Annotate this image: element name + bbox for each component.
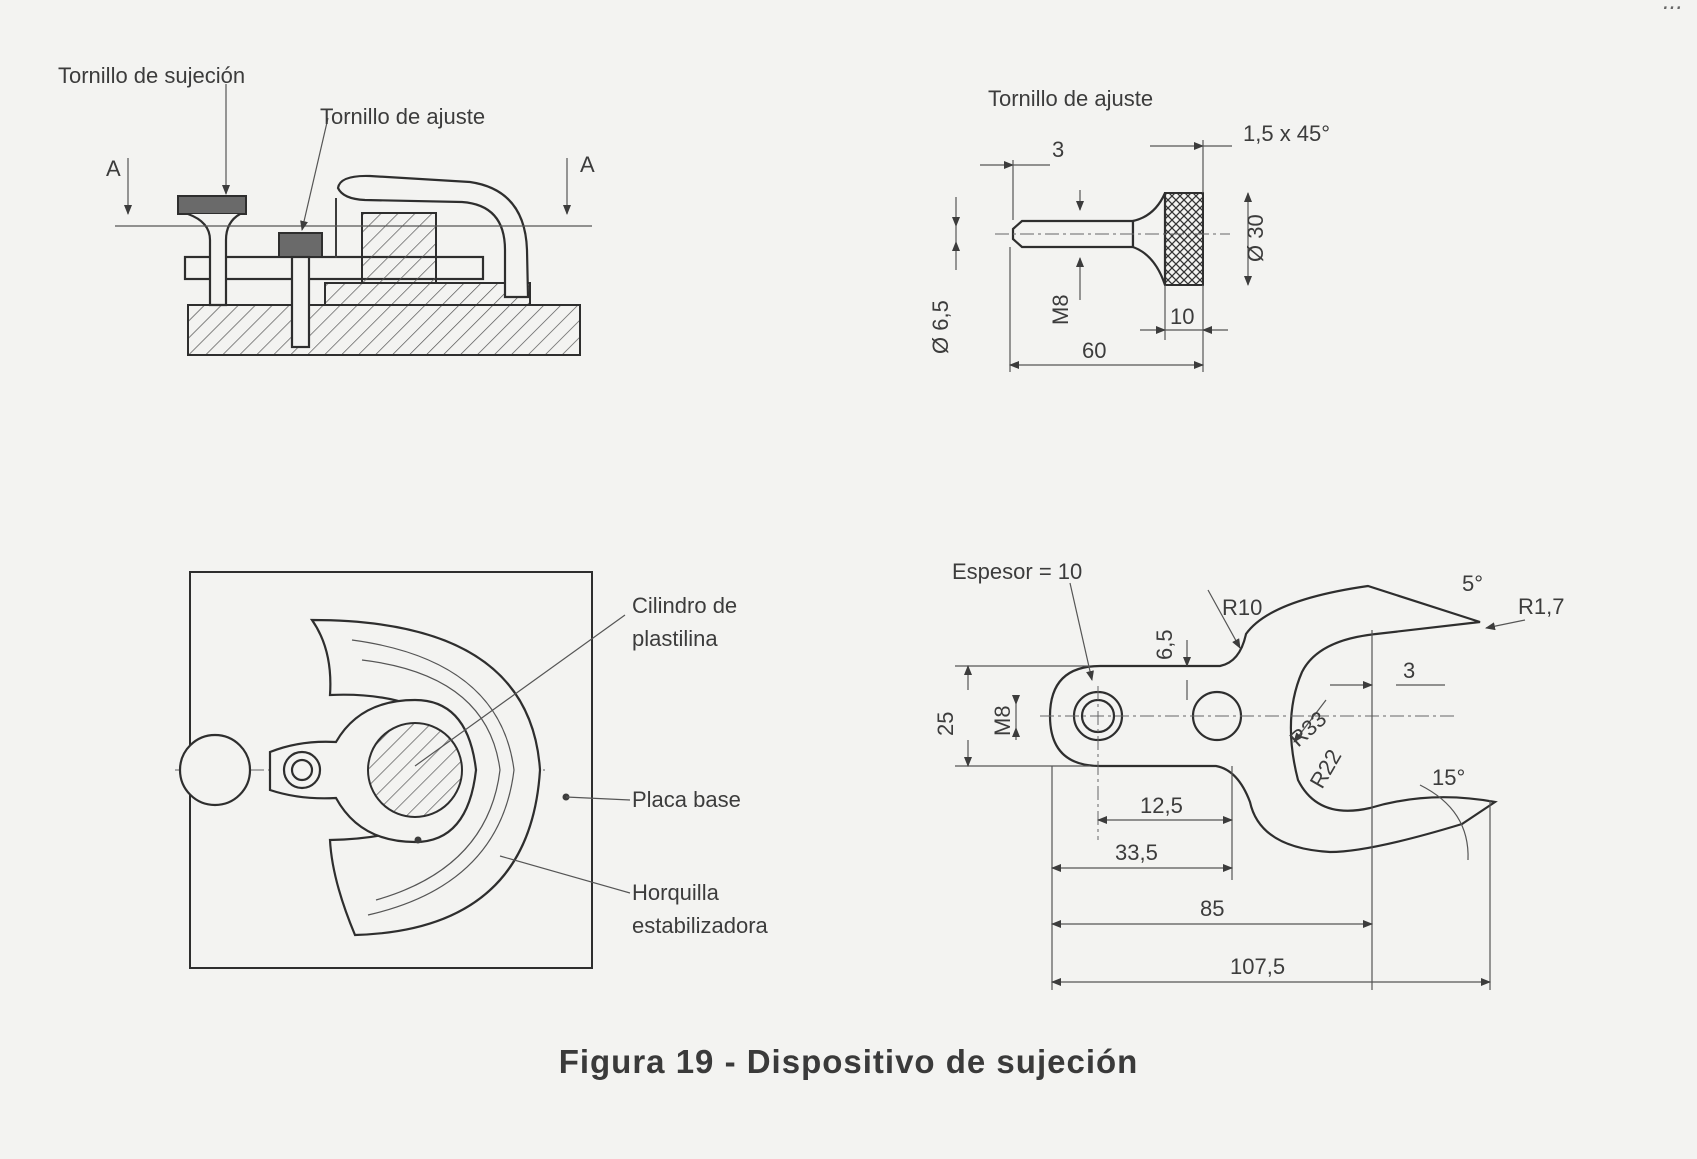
- corner-text: ...: [1662, 0, 1683, 15]
- base-plate-label: Placa base: [632, 787, 741, 812]
- screw-dim-10: 10: [1170, 304, 1194, 329]
- plasticine-label-line1: Cilindro de: [632, 593, 737, 618]
- fork-label-line1: Horquilla: [632, 880, 720, 905]
- fork-dim-12-5: 12,5: [1140, 793, 1183, 818]
- fork-arc-side: [336, 174, 530, 299]
- fork-pad-circle: [178, 733, 252, 807]
- fork-dim-85: 85: [1200, 896, 1224, 921]
- adjust-screw-head: [278, 232, 323, 258]
- fork-detail: Espesor = 10 25 M8 6,: [933, 559, 1564, 990]
- screw-detail-title: Tornillo de ajuste: [988, 86, 1153, 111]
- screw-dim-diam-30: Ø 30: [1243, 214, 1268, 262]
- section-marker-right: A: [580, 152, 595, 177]
- fork-outline: [1048, 584, 1498, 854]
- fork-dim-r10: R10: [1222, 595, 1262, 620]
- section-marker-left: A: [106, 156, 121, 181]
- fork-dim-5deg: 5°: [1462, 571, 1483, 596]
- fork-dim-107-5: 107,5: [1230, 954, 1285, 979]
- fork-dim-33-5: 33,5: [1115, 840, 1158, 865]
- adjust-screw-detail: Tornillo de ajuste 3 1,5 x 45° Ø 30 Ø 6,…: [928, 86, 1330, 372]
- clamp-screw-label: Tornillo de sujeción: [58, 63, 245, 88]
- fork-dim-15deg: 15°: [1432, 765, 1465, 790]
- plasticine-cylinder-plan: [367, 722, 463, 818]
- plasticine-cylinder-section: [361, 212, 437, 284]
- screw-dim-3: 3: [1052, 137, 1064, 162]
- fork-dim-25: 25: [933, 712, 958, 736]
- adjust-screw-shank: [290, 255, 311, 349]
- fork-dim-6-5: 6,5: [1152, 629, 1177, 660]
- fork-dim-m8: M8: [990, 705, 1015, 736]
- fork-bar: [183, 255, 485, 281]
- fork-dim-r1-7: R1,7: [1518, 594, 1564, 619]
- plan-view: Cilindro de plastilina Placa base Horqui…: [175, 571, 769, 969]
- screw-dim-60: 60: [1082, 338, 1106, 363]
- base-plate-section: [187, 304, 581, 356]
- screw-dim-thread: M8: [1048, 294, 1073, 325]
- screw-dim-chamfer: 1,5 x 45°: [1243, 121, 1330, 146]
- plasticine-label-line2: plastilina: [632, 626, 718, 651]
- screw-dim-diam-6-5: Ø 6,5: [928, 300, 953, 354]
- assembly-side-view: A A Tornillo de sujeción Tornillo de aju…: [58, 63, 595, 356]
- clamp-screw-head: [177, 195, 247, 215]
- fork-dim-r22: R22: [1305, 745, 1347, 792]
- knurled-head: [1164, 192, 1204, 286]
- figure-caption: Figura 19 - Dispositivo de sujeción: [558, 1043, 1139, 1080]
- fork-label-line2: estabilizadora: [632, 913, 769, 938]
- fork-thickness-label: Espesor = 10: [952, 559, 1082, 584]
- fork-dim-3: 3: [1403, 658, 1415, 683]
- adjust-screw-label: Tornillo de ajuste: [320, 104, 485, 129]
